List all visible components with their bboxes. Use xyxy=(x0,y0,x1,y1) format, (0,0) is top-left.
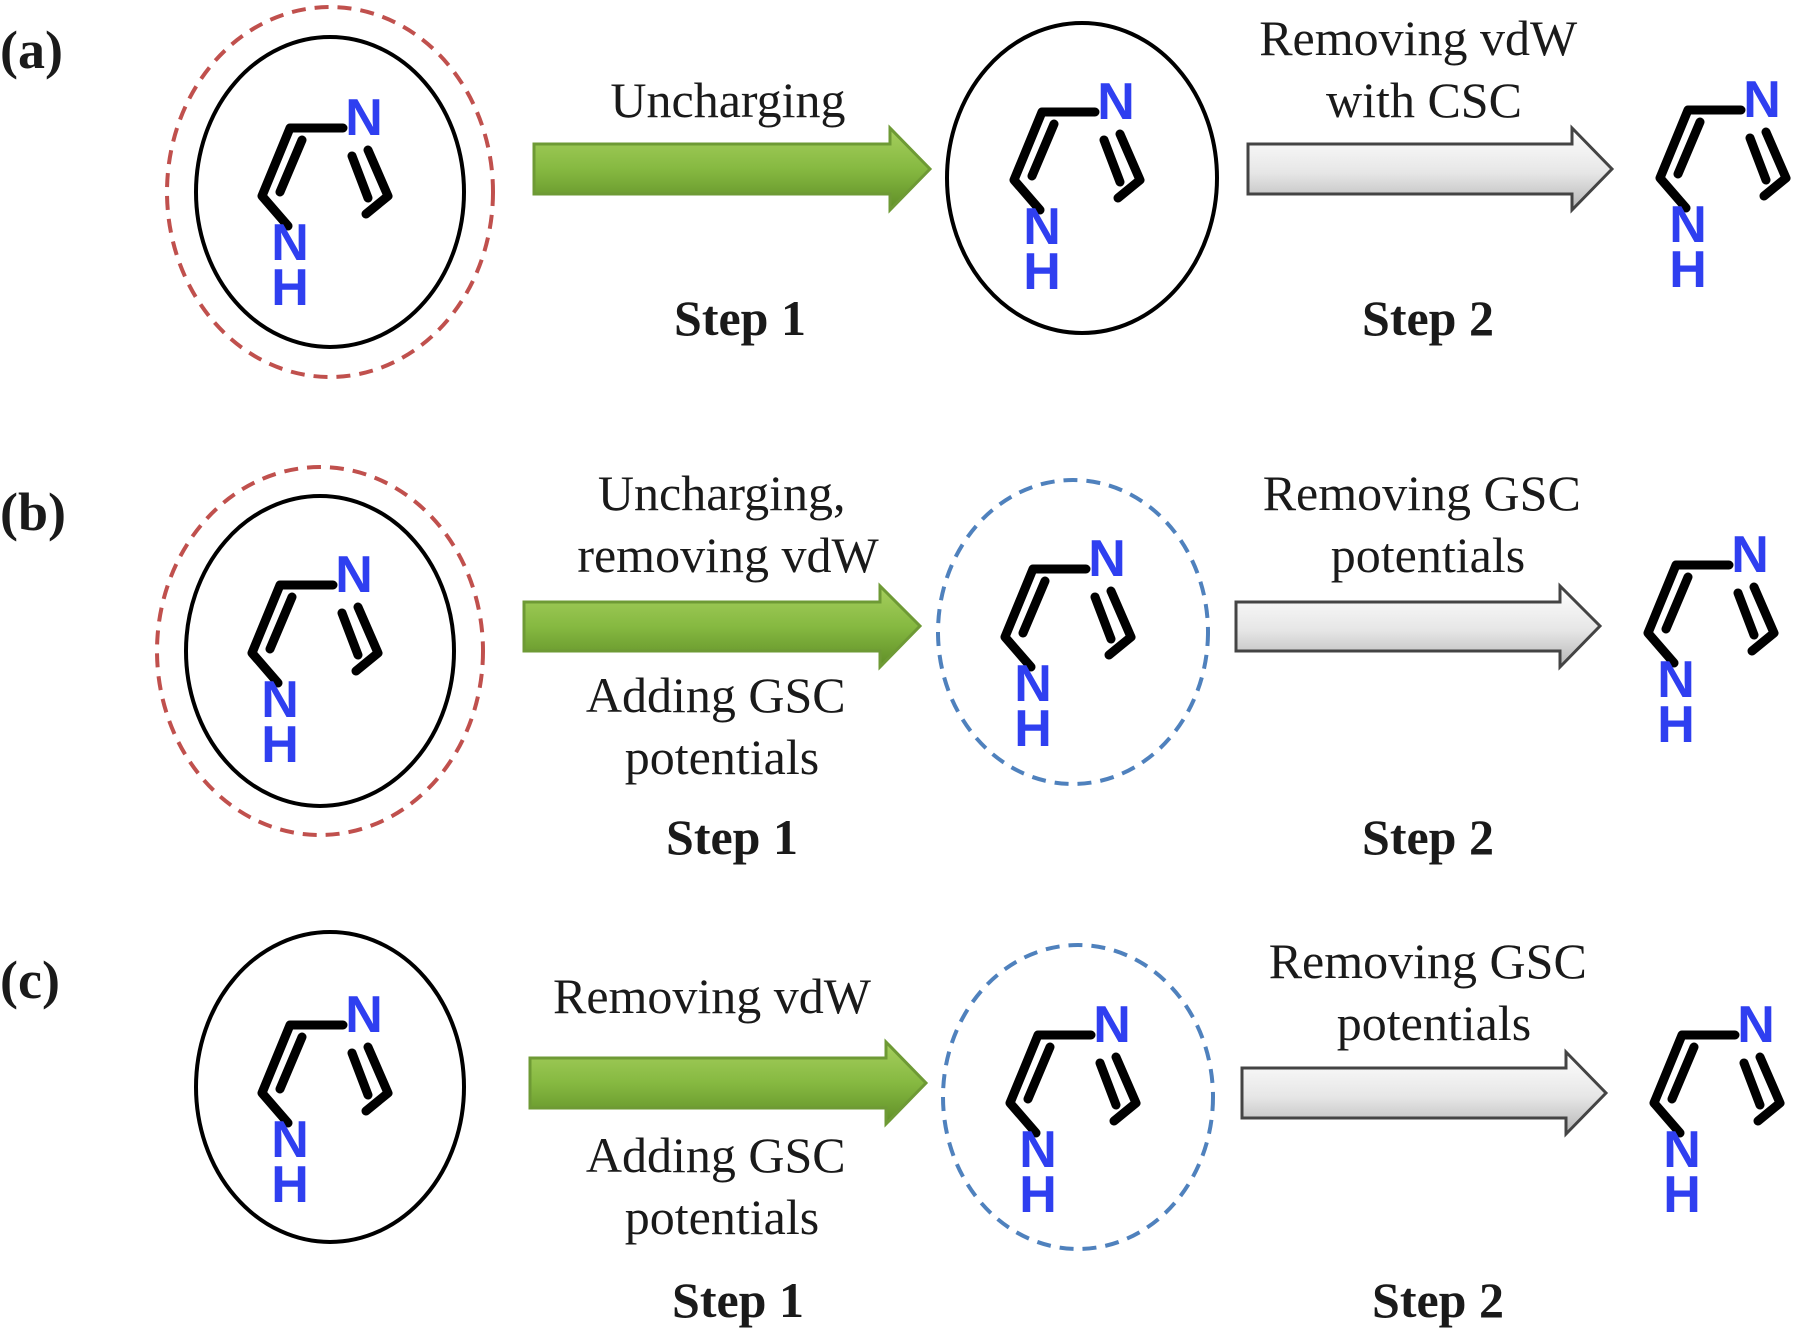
imidazole-molecule: NNH xyxy=(1005,996,1141,1224)
solvent-boundary xyxy=(194,35,466,349)
solvation-shell-dashed xyxy=(165,5,495,379)
step2-name: Step 2 xyxy=(1372,1272,1504,1328)
imidazole-molecule: NNH xyxy=(257,89,393,317)
nitrogen-atom-label: N xyxy=(345,986,383,1044)
step2-description: Removing vdW with CSC xyxy=(1259,10,1589,128)
imidazole-bonds xyxy=(1655,105,1791,213)
step2-name: Step 2 xyxy=(1362,290,1494,346)
hydrogen-atom-label: H xyxy=(1014,700,1052,758)
hydrogen-atom-label: H xyxy=(1669,241,1707,299)
solvent-boundary xyxy=(945,21,1219,335)
step2-description: Removing GSC potentials xyxy=(1263,465,1594,583)
nitrogen-atom-label: N xyxy=(271,214,309,272)
step2-description: Removing GSC potentials xyxy=(1269,933,1600,1051)
nitrogen-atom-label: N xyxy=(1088,530,1126,588)
step1-name: Step 1 xyxy=(666,809,798,865)
step1-arrow xyxy=(532,124,933,214)
step1-secondary-description: Adding GSC potentials xyxy=(586,1127,858,1245)
imidazole-molecule: NNH xyxy=(1649,996,1785,1224)
imidazole-molecule: NNH xyxy=(1009,73,1145,301)
nitrogen-atom-label: N xyxy=(1731,526,1769,584)
imidazole-bonds xyxy=(1649,1030,1785,1138)
nitrogen-atom-label: N xyxy=(1743,71,1781,129)
solvent-boundary xyxy=(194,930,466,1244)
step2-arrow xyxy=(1234,582,1603,671)
panel-label-a: (a) xyxy=(0,20,63,80)
step1-arrow xyxy=(528,1038,929,1128)
nitrogen-atom-label: N xyxy=(1657,651,1695,709)
imidazole-bonds xyxy=(247,580,383,688)
hydrogen-atom-label: H xyxy=(271,259,309,317)
gsc-boundary-dashed xyxy=(936,478,1210,786)
nitrogen-atom-label: N xyxy=(1023,198,1061,256)
step2-arrow xyxy=(1240,1048,1609,1138)
imidazole-bonds xyxy=(1000,564,1136,672)
step1-secondary-description: Adding GSC potentials xyxy=(586,667,858,785)
imidazole-bonds xyxy=(257,123,393,231)
imidazole-bonds xyxy=(257,1020,393,1128)
hydrogen-atom-label: H xyxy=(261,716,299,774)
nitrogen-atom-label: N xyxy=(1663,1121,1701,1179)
hydrogen-atom-label: H xyxy=(1019,1166,1057,1224)
hydrogen-atom-label: H xyxy=(1663,1166,1701,1224)
step1-description: Removing vdW xyxy=(553,968,872,1024)
imidazole-bonds xyxy=(1005,1030,1141,1138)
nitrogen-atom-label: N xyxy=(1093,996,1131,1054)
hydrogen-atom-label: H xyxy=(271,1156,309,1214)
panel-label-b: (b) xyxy=(0,482,66,542)
imidazole-molecule: NNH xyxy=(247,546,383,774)
imidazole-molecule: NNH xyxy=(1643,526,1779,754)
step1-description: Uncharging xyxy=(610,72,845,128)
nitrogen-atom-label: N xyxy=(1097,73,1135,131)
nitrogen-atom-label: N xyxy=(1014,655,1052,713)
solvation-shell-dashed xyxy=(155,465,485,837)
nitrogen-atom-label: N xyxy=(335,546,373,604)
nitrogen-atom-label: N xyxy=(1737,996,1775,1054)
nitrogen-atom-label: N xyxy=(1669,196,1707,254)
hydrogen-atom-label: H xyxy=(1657,696,1695,754)
imidazole-molecule: NNH xyxy=(1000,530,1136,758)
hydrogen-atom-label: H xyxy=(1023,243,1061,301)
step1-description: Uncharging, removing vdW xyxy=(577,465,879,583)
imidazole-molecule: NNH xyxy=(257,986,393,1214)
gsc-boundary-dashed xyxy=(941,943,1215,1251)
nitrogen-atom-label: N xyxy=(271,1111,309,1169)
step1-name: Step 1 xyxy=(674,290,806,346)
imidazole-molecule: NNH xyxy=(1655,71,1791,299)
step1-arrow xyxy=(522,582,923,671)
step1-name: Step 1 xyxy=(672,1272,804,1328)
step2-arrow xyxy=(1246,124,1615,214)
nitrogen-atom-label: N xyxy=(1019,1121,1057,1179)
step2-name: Step 2 xyxy=(1362,809,1494,865)
panel-label-c: (c) xyxy=(0,950,60,1010)
nitrogen-atom-label: N xyxy=(345,89,383,147)
imidazole-bonds xyxy=(1643,560,1779,668)
nitrogen-atom-label: N xyxy=(261,671,299,729)
imidazole-bonds xyxy=(1009,107,1145,215)
solvent-boundary xyxy=(184,494,456,808)
